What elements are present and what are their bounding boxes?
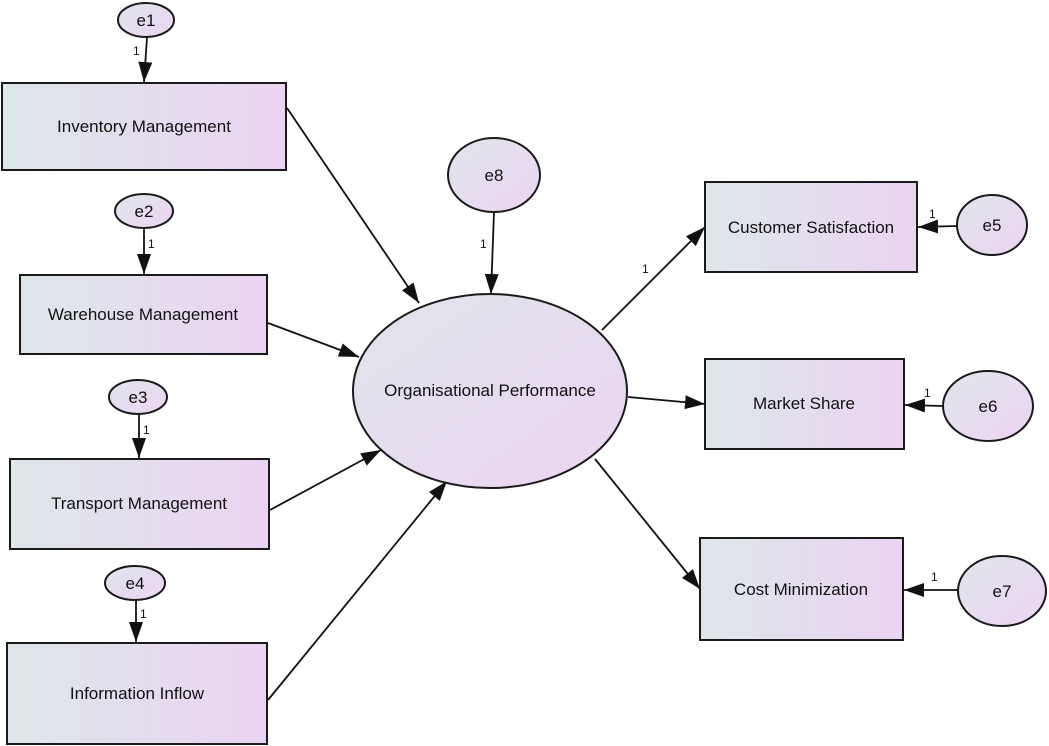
error-e8[interactable]: e8 [447, 137, 541, 213]
weight-e2: 1 [148, 237, 155, 251]
path-op-to-ms [627, 395, 706, 410]
node-label: Warehouse Management [48, 305, 239, 324]
error-label: e2 [135, 202, 154, 221]
node-label: Inventory Management [57, 117, 231, 136]
node-inventory-management[interactable]: Inventory Management [1, 82, 287, 171]
node-organisational-performance[interactable]: Organisational Performance [352, 293, 628, 489]
error-e4[interactable]: e4 [104, 565, 166, 601]
node-warehouse-management[interactable]: Warehouse Management [19, 274, 268, 355]
weight-e6: 1 [924, 386, 931, 400]
node-information-inflow[interactable]: Information Inflow [6, 642, 268, 745]
node-market-share[interactable]: Market Share [704, 358, 905, 450]
weight-e7: 1 [931, 570, 938, 584]
path-tm-to-op [269, 449, 382, 511]
node-customer-satisfaction[interactable]: Customer Satisfaction [704, 181, 918, 273]
node-label: Customer Satisfaction [728, 218, 894, 237]
weight-e3: 1 [143, 423, 150, 437]
node-cost-minimization[interactable]: Cost Minimization [699, 537, 904, 641]
error-e7[interactable]: e7 [957, 555, 1047, 627]
weight-e4: 1 [140, 607, 147, 621]
weight-e1: 1 [133, 44, 140, 58]
node-transport-management[interactable]: Transport Management [9, 458, 270, 550]
node-label: Information Inflow [70, 684, 205, 703]
error-e3[interactable]: e3 [108, 379, 168, 415]
weight-e8: 1 [480, 237, 487, 251]
path-ii-to-op [267, 480, 448, 701]
error-label: e1 [137, 11, 156, 30]
error-label: e3 [129, 388, 148, 407]
weight-labels: 1 1 1 1 1 1 1 1 1 [133, 44, 938, 621]
node-label: Organisational Performance [384, 381, 596, 400]
path-op-to-cs [601, 226, 706, 331]
path-op-to-cm [594, 458, 701, 590]
node-label: Cost Minimization [734, 580, 868, 599]
error-e2[interactable]: e2 [114, 193, 174, 229]
path-e8-to-op [484, 211, 499, 295]
edges [129, 36, 958, 701]
path-e6-to-ms [904, 398, 944, 413]
path-e5-to-cs [917, 219, 958, 234]
error-label: e7 [993, 582, 1012, 601]
error-label: e4 [126, 574, 145, 593]
error-e6[interactable]: e6 [942, 370, 1034, 442]
node-label: Transport Management [51, 494, 227, 513]
error-label: e5 [983, 216, 1002, 235]
path-wm-to-op [267, 322, 360, 358]
weight-op-cs: 1 [642, 262, 649, 276]
path-e1-to-im [138, 36, 153, 83]
path-im-to-op [286, 107, 420, 304]
error-label: e6 [979, 397, 998, 416]
error-e1[interactable]: e1 [117, 2, 175, 38]
error-e5[interactable]: e5 [956, 194, 1028, 256]
error-label: e8 [485, 166, 504, 185]
node-label: Market Share [753, 394, 855, 413]
weight-e5: 1 [929, 207, 936, 221]
